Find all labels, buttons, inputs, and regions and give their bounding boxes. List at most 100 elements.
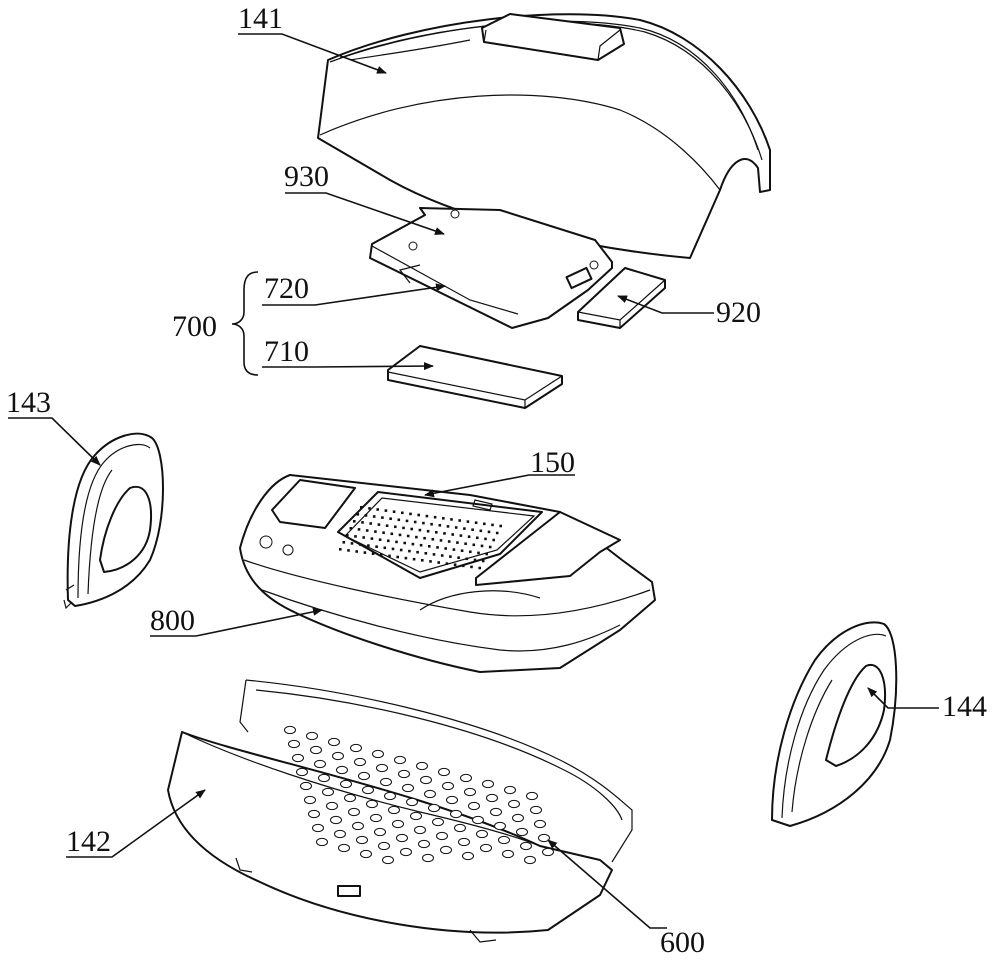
button-hole — [376, 763, 388, 773]
part-930-upper-tray — [369, 207, 613, 329]
grid-hole — [419, 543, 423, 547]
button-hole — [348, 807, 360, 817]
label-920: 920 — [716, 296, 761, 329]
grid-hole — [391, 547, 395, 551]
grid-hole — [390, 532, 394, 536]
grid-hole — [353, 520, 356, 523]
button-hole — [366, 799, 378, 809]
grid-hole — [362, 536, 365, 539]
button-hole — [420, 775, 432, 785]
button-hole — [392, 819, 404, 829]
button-hole — [354, 757, 366, 767]
grid-hole — [371, 552, 375, 555]
grid-hole — [474, 521, 478, 524]
grid-hole — [472, 543, 476, 547]
grid-hole — [425, 514, 429, 518]
label-700: 700 — [172, 310, 217, 343]
grid-hole — [368, 507, 371, 510]
button-hole — [476, 829, 488, 839]
grid-hole — [432, 553, 436, 556]
grid-hole — [421, 559, 424, 562]
button-hole — [316, 837, 328, 847]
grid-hole — [426, 529, 430, 533]
grid-hole — [446, 525, 450, 528]
grid-hole — [361, 521, 364, 524]
grid-hole — [428, 545, 431, 548]
button-hole — [360, 849, 372, 859]
grid-hole — [436, 546, 439, 549]
grid-hole — [383, 546, 387, 550]
grid-hole — [445, 562, 449, 565]
grid-hole — [354, 535, 357, 538]
grid-hole — [481, 559, 485, 563]
grid-hole — [456, 541, 459, 544]
grid-hole — [465, 557, 469, 561]
button-hole — [494, 821, 506, 831]
grid-hole — [412, 557, 416, 561]
button-hole — [460, 773, 472, 783]
grid-hole — [433, 515, 437, 519]
button-hole — [504, 785, 516, 795]
grid-hole — [483, 522, 486, 526]
grid-hole — [440, 554, 444, 557]
grid-hole — [476, 536, 479, 540]
label-930: 930 — [284, 160, 329, 193]
grid-hole — [385, 524, 389, 527]
grid-hole — [473, 558, 477, 562]
grid-hole — [454, 526, 458, 529]
grid-hole — [467, 535, 471, 538]
button-hole — [418, 839, 430, 849]
button-hole — [398, 769, 410, 779]
button-hole — [400, 847, 412, 857]
grid-hole — [357, 528, 361, 531]
grid-hole — [365, 529, 369, 532]
button-hole — [502, 849, 514, 859]
button-hole — [428, 803, 440, 813]
grid-hole — [399, 548, 403, 552]
grid-hole — [429, 560, 432, 563]
button-hole — [416, 761, 428, 771]
grid-hole — [442, 517, 445, 520]
grid-hole — [451, 533, 454, 536]
grid-hole — [403, 541, 406, 545]
button-hole — [352, 821, 364, 831]
button-hole — [382, 855, 394, 865]
grid-hole — [382, 531, 385, 534]
grid-hole — [462, 564, 465, 568]
grid-hole — [369, 522, 372, 525]
grid-hole — [401, 511, 404, 515]
grid-hole — [374, 530, 377, 533]
button-hole — [498, 835, 510, 845]
grid-hole — [449, 555, 452, 558]
grid-hole — [460, 549, 464, 552]
grid-hole — [358, 543, 362, 546]
button-hole — [336, 765, 348, 775]
button-hole — [438, 767, 450, 777]
part-143-left-cap — [63, 432, 164, 610]
button-hole — [314, 759, 326, 769]
button-hole — [344, 793, 356, 803]
grid-hole — [408, 549, 411, 553]
grid-hole — [491, 523, 494, 527]
part-150-grid-panel — [337, 491, 543, 579]
button-hole — [482, 779, 494, 789]
grid-hole — [435, 531, 438, 534]
button-hole — [374, 827, 386, 837]
button-hole — [326, 801, 338, 811]
grid-hole — [389, 517, 392, 520]
button-hole — [442, 781, 454, 791]
button-hole — [424, 789, 436, 799]
part-142-bottom-base — [167, 679, 633, 943]
button-hole — [306, 731, 318, 741]
grid-hole — [417, 513, 420, 517]
grid-hole — [350, 542, 354, 545]
grid-hole — [430, 522, 433, 526]
button-hole — [432, 817, 444, 827]
grid-hole — [397, 518, 401, 522]
grid-hole — [411, 542, 415, 546]
grid-hole — [447, 540, 451, 543]
grid-hole — [438, 524, 442, 527]
grid-hole — [387, 539, 390, 543]
button-hole — [334, 829, 346, 839]
